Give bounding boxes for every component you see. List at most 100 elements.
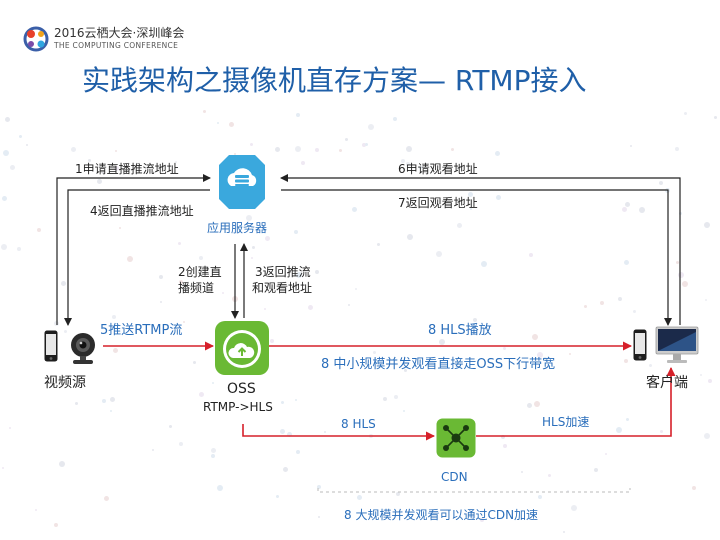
step-8-small-scale-label: 8 中小规模并发观看直接走OSS下行带宽 xyxy=(321,357,556,372)
step-3-label-line1: 3返回推流 xyxy=(255,265,311,279)
decorative-dot xyxy=(373,351,376,354)
decorative-dot xyxy=(439,339,445,345)
decorative-dot xyxy=(714,116,717,119)
decorative-dot xyxy=(676,261,679,264)
decorative-dot xyxy=(199,256,203,260)
client xyxy=(633,326,703,366)
decorative-dot xyxy=(179,280,183,284)
decorative-dot xyxy=(538,495,542,499)
decorative-dot xyxy=(633,310,636,313)
decorative-dot xyxy=(280,429,285,434)
decorative-dot xyxy=(315,148,319,152)
decorative-dot xyxy=(212,382,214,384)
decorative-dot xyxy=(295,146,301,152)
arrow-4-return-push-url xyxy=(64,189,210,326)
decorative-dot xyxy=(97,179,102,184)
decorative-dot xyxy=(296,272,302,278)
decorative-dot xyxy=(222,292,224,294)
decorative-dot xyxy=(59,461,65,467)
step-2-label-line1: 2创建直 xyxy=(178,265,222,279)
decorative-dot xyxy=(404,369,407,372)
decorative-dot xyxy=(250,143,253,146)
conference-logo-icon xyxy=(23,26,49,52)
decorative-dot xyxy=(281,401,284,404)
decorative-dot xyxy=(2,467,4,469)
decorative-dot xyxy=(270,339,274,343)
decorative-dot xyxy=(480,518,484,522)
decorative-dot xyxy=(199,392,204,397)
decorative-dot xyxy=(407,234,413,240)
arrow-7-return-view-url xyxy=(281,189,672,326)
decorative-dot xyxy=(160,301,162,303)
decorative-dot xyxy=(71,147,76,152)
decorative-dot xyxy=(571,505,577,511)
decorative-dot xyxy=(527,403,532,408)
decorative-dot xyxy=(468,192,473,197)
hls-accelerate-label: HLS加速 xyxy=(542,415,590,429)
decorative-dot xyxy=(537,352,543,358)
decorative-dot xyxy=(275,147,280,152)
decorative-dot xyxy=(624,260,629,265)
decorative-dot xyxy=(470,208,472,210)
decorative-dot xyxy=(234,153,236,155)
decorative-dot xyxy=(451,148,454,151)
decorative-dot xyxy=(193,361,196,364)
decorative-dot xyxy=(64,330,67,333)
decorative-dot xyxy=(115,150,117,152)
decorative-dot xyxy=(296,450,300,454)
decorative-dot xyxy=(324,431,326,433)
decorative-dot xyxy=(127,256,133,262)
decorative-dot xyxy=(246,215,252,221)
decorative-dot xyxy=(406,146,412,152)
decorative-dot xyxy=(473,318,477,322)
conference-subtitle: THE COMPUTING CONFERENCE xyxy=(54,41,179,50)
decorative-dot xyxy=(605,453,607,455)
decorative-dot xyxy=(229,122,234,127)
decorative-dot xyxy=(283,467,288,472)
decorative-dot xyxy=(345,138,348,141)
arrow-8-hls-to-cdn xyxy=(242,424,435,441)
decorative-dot xyxy=(436,251,442,257)
decorative-dot xyxy=(178,242,181,245)
decorative-dot xyxy=(675,147,679,151)
decorative-dot xyxy=(401,159,405,163)
decorative-dot xyxy=(37,228,41,232)
decorative-dot xyxy=(2,196,7,201)
decorative-dot xyxy=(315,270,319,274)
step-7-label: 7返回观看地址 xyxy=(398,196,478,210)
step-8-hls-play-label: 8 HLS播放 xyxy=(428,323,492,338)
decorative-dot xyxy=(318,516,320,518)
decorative-dot xyxy=(396,492,400,496)
decorative-dot xyxy=(630,145,632,147)
step-8-hls-label: 8 HLS xyxy=(341,417,376,431)
decorative-dot xyxy=(88,159,91,162)
decorative-dot xyxy=(179,442,183,446)
step-3-label-line2: 和观看地址 xyxy=(252,281,313,295)
decorative-dot xyxy=(17,247,21,251)
decorative-dot xyxy=(563,531,565,533)
video-source xyxy=(44,330,104,370)
decorative-dot xyxy=(377,243,380,246)
decorative-dot xyxy=(265,236,270,241)
decorative-dot xyxy=(403,410,405,412)
decorative-dot xyxy=(348,304,350,306)
decorative-dot xyxy=(365,143,368,146)
decorative-dot xyxy=(203,110,206,113)
step-5-label: 5推送RTMP流 xyxy=(100,323,183,338)
decorative-dot xyxy=(110,410,112,412)
decorative-dot xyxy=(481,261,487,267)
decorative-dot xyxy=(211,454,215,458)
decorative-dot xyxy=(211,448,216,453)
decorative-dot xyxy=(26,144,28,146)
decorative-dot xyxy=(457,223,462,228)
oss-label: OSS xyxy=(227,381,256,397)
arrow-1-request-push-url xyxy=(56,174,211,325)
decorative-dot xyxy=(705,299,707,301)
slide-title: 实践架构之摄像机直存方案— RTMP接入 xyxy=(82,64,587,97)
decorative-dot xyxy=(393,117,397,121)
decorative-dot xyxy=(682,281,688,287)
decorative-dot xyxy=(584,305,587,308)
decorative-dot xyxy=(649,364,652,367)
conference-name: 2016云栖大会·深圳峰会 xyxy=(54,26,185,40)
